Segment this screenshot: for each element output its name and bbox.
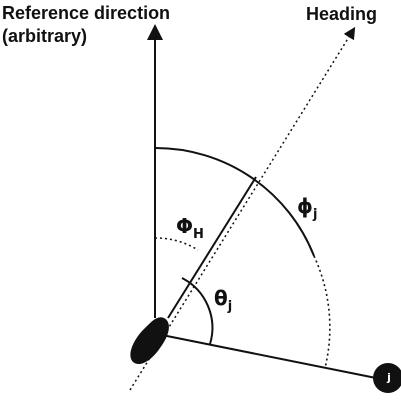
- target-j-label: j: [387, 371, 391, 384]
- heading-label: Heading: [306, 4, 378, 24]
- angle-phi-j-subscript: j: [312, 207, 318, 222]
- angle-theta-j-label: θj: [214, 288, 232, 313]
- angle-theta-j-subscript: j: [227, 299, 233, 314]
- target-direction-line: [156, 333, 377, 379]
- angle-phi-h-label: ΦH: [176, 216, 204, 241]
- arc-phi-h: [154, 237, 199, 251]
- target-j-circle: [373, 363, 401, 393]
- arc-phi-j-solid: [154, 146, 315, 257]
- angle-phi-j-symbol: ϕ: [297, 194, 313, 218]
- animal-body: [130, 317, 169, 365]
- angle-phi-h-symbol: Φ: [176, 214, 194, 238]
- angle-phi-h-subscript: H: [193, 227, 204, 242]
- reference-direction-label: Reference direction: [2, 3, 171, 23]
- reference-arbitrary-label: (arbitrary): [2, 26, 88, 46]
- angle-phi-j-label: ϕj: [297, 196, 317, 221]
- angle-theta-j-symbol: θ: [214, 286, 228, 310]
- arc-theta-j: [181, 277, 214, 345]
- arc-phi-j-dashed: [313, 255, 331, 369]
- heading-segment: [167, 176, 257, 319]
